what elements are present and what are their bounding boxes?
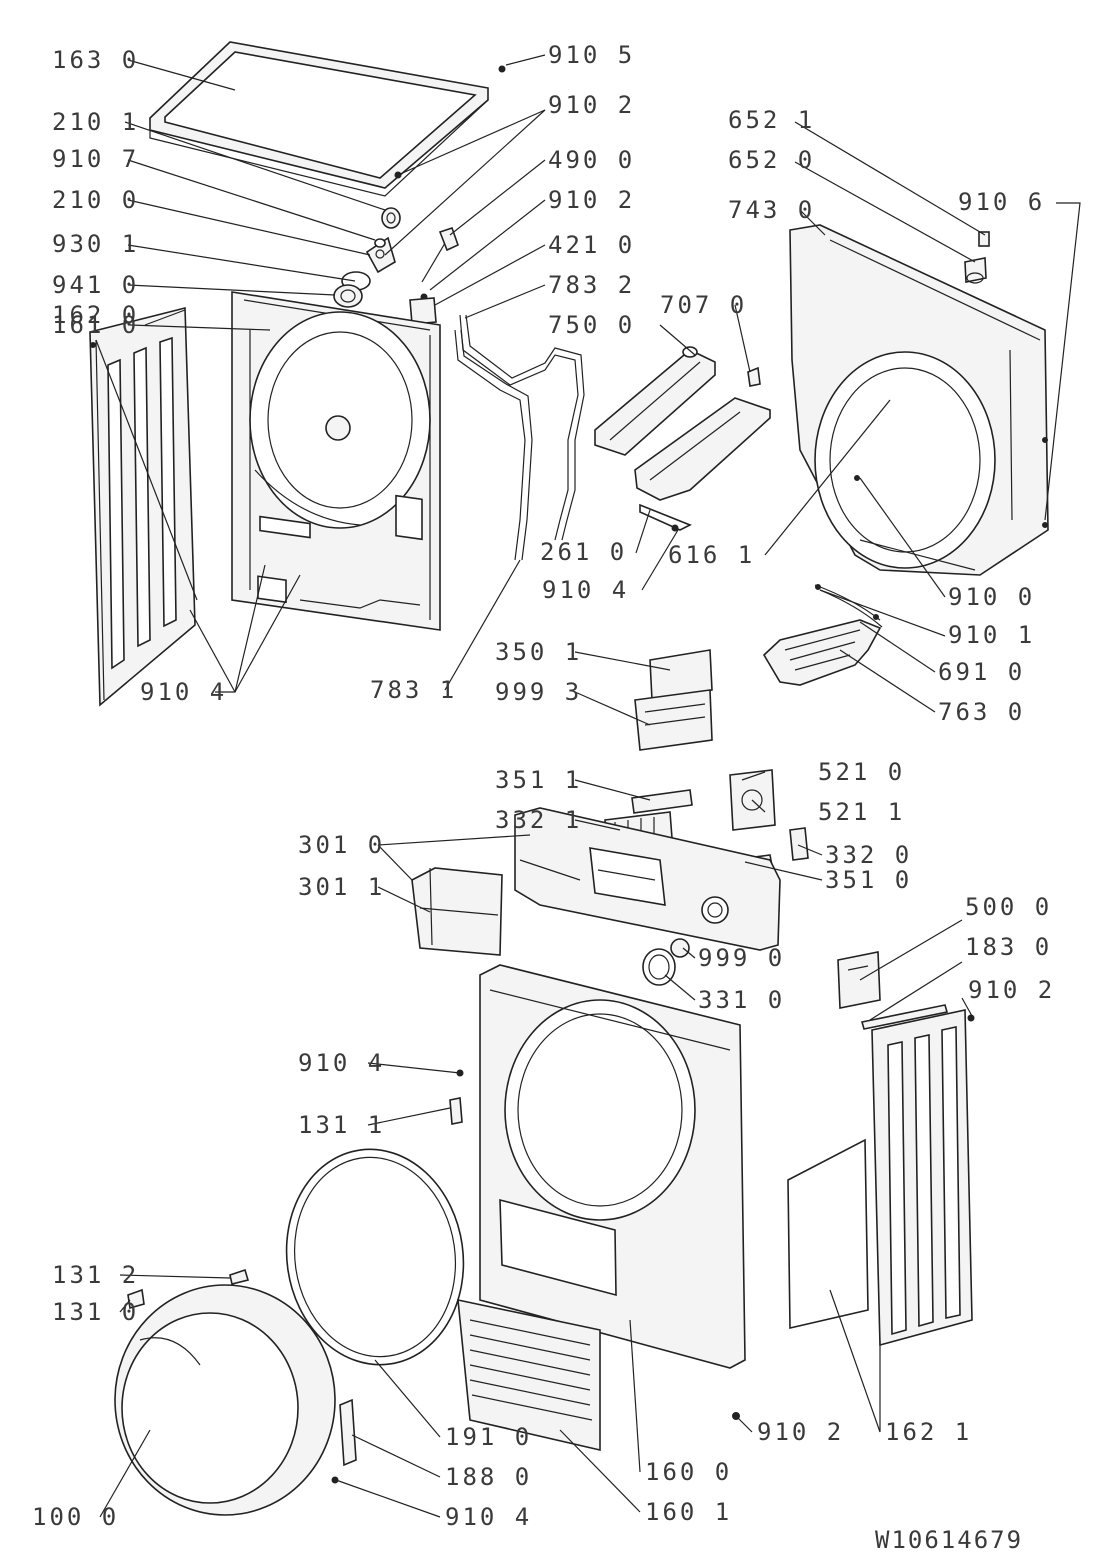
- part-label: 999 0: [698, 944, 785, 972]
- part-label: 131 1: [298, 1111, 385, 1139]
- part-front-frame: [789, 224, 1049, 576]
- part-label: 910 7: [52, 145, 139, 173]
- part-label: 707 0: [660, 291, 747, 319]
- part-label: 183 0: [965, 933, 1052, 961]
- part-label: 261 0: [540, 538, 627, 566]
- part-label: 301 0: [298, 831, 385, 859]
- part-label: 332 1: [495, 806, 582, 834]
- part-labels: 163 0 910 5 910 2 210 1 910 7 490 0 210 …: [32, 41, 1055, 1554]
- part-label: 160 1: [645, 1498, 732, 1526]
- fastener-icon: [381, 171, 428, 301]
- part-label: 652 1: [728, 106, 815, 134]
- part-label: 616 1: [668, 541, 755, 569]
- part-label: 910 2: [548, 91, 635, 119]
- part-module-500: [837, 951, 949, 1030]
- part-label: 910 2: [757, 1418, 844, 1446]
- document-number: W10614679: [875, 1526, 1023, 1554]
- part-label: 783 1: [370, 676, 457, 704]
- part-front-grille: [457, 1298, 601, 1452]
- part-label: 162 1: [885, 1418, 972, 1446]
- part-label: 930 1: [52, 230, 139, 258]
- part-label: 783 2: [548, 271, 635, 299]
- part-label: 163 0: [52, 46, 139, 74]
- thermostat-part: [409, 226, 459, 325]
- part-water-drawer: [411, 867, 503, 956]
- part-door: [114, 1284, 336, 1516]
- part-left-side-panel: [89, 306, 196, 707]
- part-rear-panel: [231, 291, 441, 631]
- part-label: 351 1: [495, 766, 582, 794]
- part-label: 910 0: [948, 583, 1035, 611]
- part-label: 691 0: [938, 658, 1025, 686]
- part-door-seal: [285, 1148, 465, 1366]
- part-lint-filter: [762, 584, 883, 686]
- screw-icon: [498, 65, 506, 73]
- part-electronic-board: [634, 649, 713, 751]
- part-label: 188 0: [445, 1463, 532, 1491]
- part-label: 910 4: [140, 678, 227, 706]
- part-label: 500 0: [965, 893, 1052, 921]
- leader-lines: [95, 54, 1081, 1518]
- part-label: 652 0: [728, 146, 815, 174]
- part-label: 210 1: [52, 108, 139, 136]
- part-label: 941 0: [52, 271, 139, 299]
- part-label: 210 0: [52, 186, 139, 214]
- part-label: 350 1: [495, 638, 582, 666]
- part-label: 351 0: [825, 866, 912, 894]
- part-label: 131 0: [52, 1298, 139, 1326]
- part-label: 910 2: [968, 976, 1055, 1004]
- part-label: 100 0: [32, 1503, 119, 1531]
- part-label: 160 0: [645, 1458, 732, 1486]
- part-lamp-holder: [964, 231, 990, 284]
- part-label: 131 2: [52, 1261, 139, 1289]
- part-clip: [747, 366, 761, 387]
- part-top-cover: [149, 41, 489, 197]
- part-hinge: [331, 1398, 357, 1484]
- part-label: 191 0: [445, 1423, 532, 1451]
- hose-part: [454, 314, 585, 561]
- part-label: 910 4: [542, 576, 629, 604]
- part-front-panel: [456, 964, 746, 1369]
- part-label: 910 5: [548, 41, 635, 69]
- part-label: 301 1: [298, 873, 385, 901]
- part-label: 421 0: [548, 231, 635, 259]
- part-label: 910 4: [445, 1503, 532, 1531]
- part-label: 521 1: [818, 798, 905, 826]
- part-label: 999 3: [495, 678, 582, 706]
- part-label: 162 0: [52, 301, 139, 329]
- part-knob: [642, 938, 690, 986]
- part-label: 521 0: [818, 758, 905, 786]
- bearing-assembly: [333, 207, 401, 308]
- part-label: 331 0: [698, 986, 785, 1014]
- part-label: 490 0: [548, 146, 635, 174]
- part-insulation-sheet: [787, 1138, 869, 1330]
- part-label: 910 6: [958, 188, 1045, 216]
- part-label: 750 0: [548, 311, 635, 339]
- part-label: 161 0: [52, 311, 139, 339]
- part-condenser-duct: [594, 346, 771, 532]
- part-label: 910 1: [948, 621, 1035, 649]
- part-label: 743 0: [728, 196, 815, 224]
- part-label: 763 0: [938, 698, 1025, 726]
- part-label: 910 4: [298, 1049, 385, 1077]
- part-label: 910 2: [548, 186, 635, 214]
- part-label: 332 0: [825, 841, 912, 869]
- part-door-hinge: [127, 1097, 463, 1310]
- part-right-side-panel: [871, 1009, 975, 1347]
- part-control-panel: [514, 807, 781, 951]
